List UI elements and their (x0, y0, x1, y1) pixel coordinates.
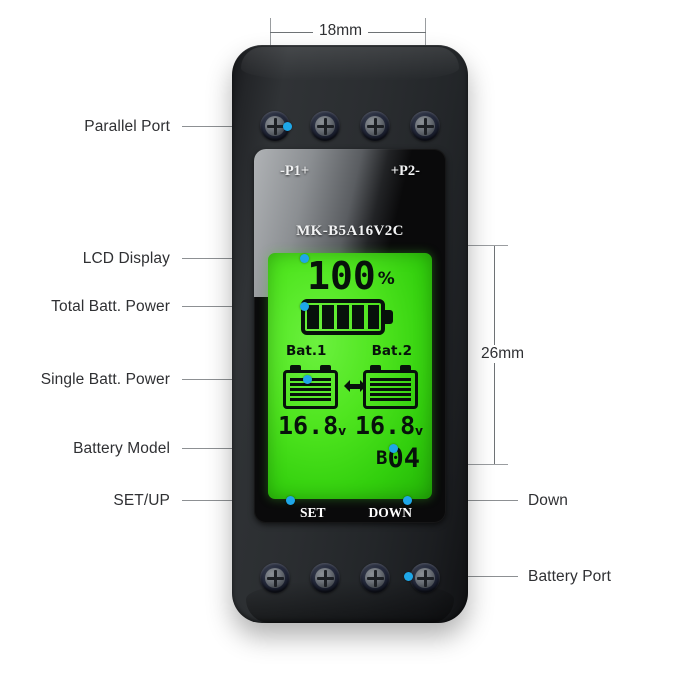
battery-bar (307, 305, 319, 329)
bat2-voltage-unit: v (415, 424, 423, 438)
parallel-port-screw[interactable] (260, 111, 290, 141)
anno-dot-lcd-display (300, 254, 309, 263)
battery-cell (370, 397, 411, 402)
anno-dot-battery-model (389, 444, 398, 453)
port-label-p1: -P1+ (280, 163, 310, 179)
battery-port-screw[interactable] (310, 563, 340, 593)
battery-model-prefix: B (376, 447, 388, 469)
callout-parallel-port: Parallel Port (84, 118, 170, 135)
callout-set-up: SET/UP (113, 492, 170, 509)
device-body: -P1+ +P2- MK-B5A16V2C 100% (232, 45, 468, 623)
battery-port-screw[interactable] (410, 563, 440, 593)
battery-terminal-left (370, 365, 381, 371)
phillips-screw-icon (265, 116, 285, 136)
bat1-voltage: 16.8v (278, 413, 346, 443)
battery-cells (363, 370, 418, 409)
phillips-screw-icon (415, 116, 435, 136)
bat2-label: Bat.2 (371, 343, 412, 359)
battery-shell (301, 299, 385, 335)
anno-dot-battery-port (404, 572, 413, 581)
down-button-caption: DOWN (368, 505, 413, 520)
battery-terminal (385, 310, 393, 324)
battery-cell (290, 397, 331, 402)
battery-bars (307, 305, 379, 329)
percent-row: 100% (268, 257, 432, 295)
bat1-label: Bat.1 (286, 343, 327, 359)
dimension-height-label: 26mm (475, 345, 531, 363)
device-model-name: MK-B5A16V2C (296, 223, 404, 239)
battery-bar (367, 305, 379, 329)
battery-bar (322, 305, 334, 329)
arrow-shaft (350, 383, 360, 389)
phillips-screw-icon (315, 568, 335, 588)
dimension-width-label: 18mm (313, 22, 369, 40)
arrow-head-left (344, 380, 350, 392)
battery-cell (290, 382, 331, 387)
set-button-caption: SET (300, 505, 326, 520)
anno-dot-single-power (303, 375, 312, 384)
battery-port-screw[interactable] (260, 563, 290, 593)
battery-terminal-right (400, 365, 411, 371)
dimension-tick-right (425, 18, 426, 58)
battery-model-readout: B04 (376, 445, 420, 475)
phillips-screw-icon (365, 116, 385, 136)
callout-battery-port: Battery Port (528, 568, 612, 585)
battery-cell (290, 392, 331, 397)
battery-port-row[interactable] (260, 563, 440, 593)
anno-dot-down (403, 496, 412, 505)
phillips-screw-icon (315, 116, 335, 136)
percent-sign: % (377, 269, 395, 289)
anno-dot-total-power (300, 302, 309, 311)
callout-total-batt-power: Total Batt. Power (51, 298, 170, 315)
phillips-screw-icon (265, 568, 285, 588)
callout-lcd-display: LCD Display (82, 250, 170, 267)
parallel-port-row[interactable] (260, 111, 440, 141)
parallel-port-screw[interactable] (410, 111, 440, 141)
battery-cell (370, 382, 411, 387)
anno-dot-parallel-port (283, 122, 292, 131)
parallel-port-screw[interactable] (360, 111, 390, 141)
bat2-voltage-value: 16.8 (354, 411, 416, 440)
dimension-tick-left (270, 18, 271, 58)
leader-parallel-port (182, 126, 278, 127)
anno-dot-set-up (286, 496, 295, 505)
faceplate-panel: -P1+ +P2- MK-B5A16V2C 100% (254, 149, 446, 523)
battery-cell (370, 377, 411, 382)
bat1-voltage-unit: v (338, 424, 347, 438)
parallel-port-screw[interactable] (310, 111, 340, 141)
bat1-voltage-value: 16.8 (278, 411, 339, 440)
battery-bar (337, 305, 349, 329)
phillips-screw-icon (415, 568, 435, 588)
battery-terminal-left (290, 365, 301, 371)
battery-cell (370, 392, 411, 397)
callout-battery-model: Battery Model (73, 440, 170, 457)
total-battery-icon (301, 299, 393, 335)
dimension-tick-top (448, 245, 508, 246)
battery-terminal-right (320, 365, 331, 371)
battery-bar (352, 305, 364, 329)
callout-single-batt-power: Single Batt. Power (40, 371, 170, 388)
dimension-tick-bottom (448, 464, 508, 465)
battery-percent-value: 100 (307, 254, 376, 298)
battery-cell (370, 387, 411, 392)
single-battery-icon-2 (363, 365, 418, 409)
phillips-screw-icon (365, 568, 385, 588)
callout-down: Down (528, 492, 569, 509)
lcd-display: 100% Bat.1 Bat.2 (268, 253, 432, 499)
port-label-p2: +P2- (390, 163, 420, 179)
bat2-voltage: 16.8v (355, 413, 423, 443)
battery-cell (290, 387, 331, 392)
single-battery-icon-1 (283, 365, 338, 409)
battery-port-screw[interactable] (360, 563, 390, 593)
